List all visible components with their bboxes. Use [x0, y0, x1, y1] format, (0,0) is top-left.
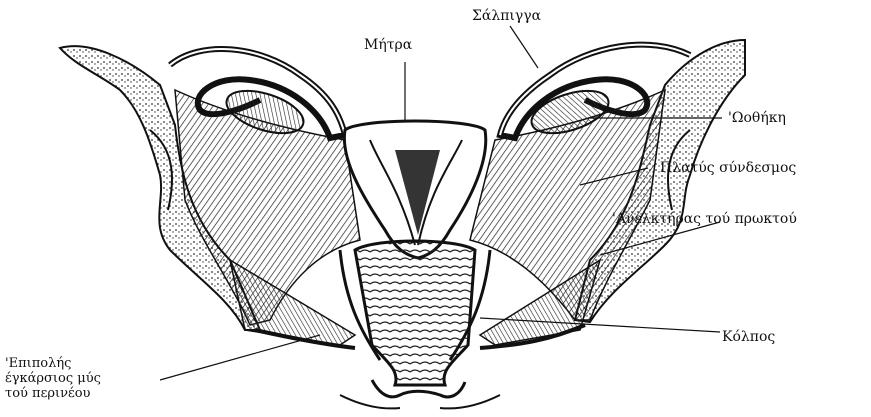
label-levator-ani: 'Ανελκτήρας τού πρωκτού: [612, 212, 797, 227]
label-uterus: Μήτρα: [364, 38, 412, 53]
label-perineal-line-3: τού περινέου: [5, 386, 101, 401]
label-perineal-muscle: 'Επιπολής έγκάρσιος μύς τού περινέου: [5, 356, 101, 401]
label-vagina: Κόλπος: [722, 330, 775, 345]
label-broad-ligament: Πλατύς σύνδεσμος: [660, 161, 796, 176]
label-perineal-line-1: 'Επιπολής: [5, 356, 101, 371]
label-fallopian-tube: Σάλπιγγα: [472, 9, 541, 24]
vagina: [355, 241, 475, 385]
label-ovary: 'Ωοθήκη: [728, 111, 786, 126]
label-perineal-line-2: έγκάρσιος μύς: [5, 371, 101, 386]
